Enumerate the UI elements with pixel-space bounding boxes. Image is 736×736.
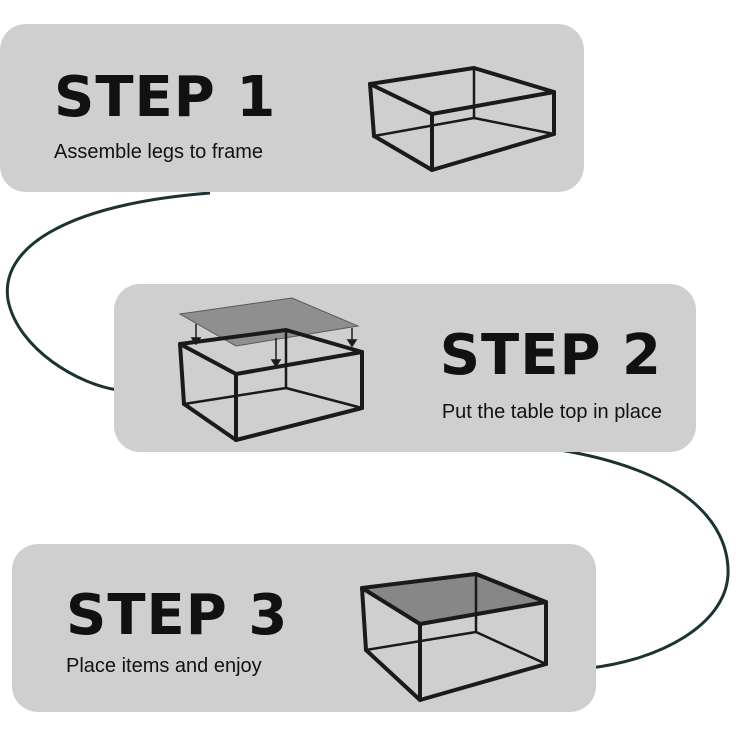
step-3-title: STEP 3 — [66, 583, 289, 648]
step-3-card: STEP 3 Place items and enjoy — [12, 544, 596, 712]
step-2-caption: Put the table top in place — [441, 401, 662, 423]
step-1-caption: Assemble legs to frame — [54, 141, 263, 163]
frame-with-glass-top-icon — [178, 297, 364, 442]
step-3-caption: Place items and enjoy — [66, 655, 262, 677]
step-2-title: STEP 2 — [439, 323, 662, 388]
frame-icon — [368, 66, 556, 172]
step-1-card: STEP 1 Assemble legs to frame — [0, 24, 584, 192]
step-1-title: STEP 1 — [54, 65, 277, 130]
table-with-glass-icon — [360, 572, 548, 702]
step-2-card: STEP 2 Put the table top in place — [114, 284, 696, 452]
